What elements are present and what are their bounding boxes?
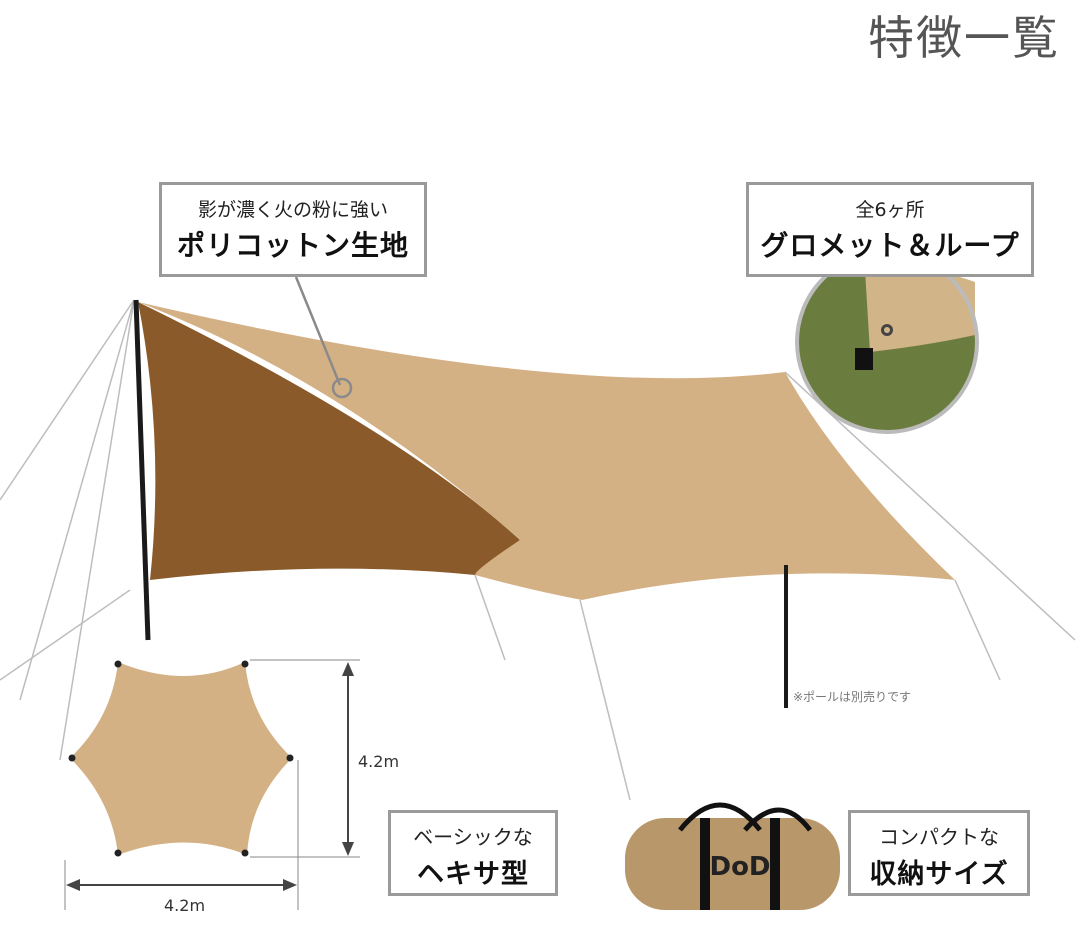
callout-pointer bbox=[294, 276, 342, 386]
grommet-photo bbox=[795, 250, 979, 434]
page-title: 特徴一覧 bbox=[868, 11, 1060, 65]
svg-text:DoD: DoD bbox=[709, 852, 770, 882]
dimension-height: 4.2m bbox=[358, 752, 400, 771]
callout-fabric-subtitle: 影が濃く火の粉に強い bbox=[197, 199, 388, 221]
callout-grommet-title: グロメット＆ループ bbox=[760, 229, 1020, 262]
tarp-top bbox=[138, 302, 955, 600]
main-pole bbox=[133, 299, 151, 641]
callout-size-title: 収納サイズ bbox=[869, 859, 1009, 890]
pole-note: ※ポールは別売りです bbox=[793, 690, 912, 704]
callout-shape-subtitle: ベーシックな bbox=[413, 825, 533, 849]
callout-size-subtitle: コンパクトな bbox=[879, 825, 999, 849]
hexagon-diagram bbox=[64, 659, 360, 910]
callout-shape-title: ヘキサ型 bbox=[417, 859, 529, 890]
callout-grommet-subtitle: 全6ヶ所 bbox=[855, 199, 925, 221]
callout-size: コンパクトな 収納サイズ bbox=[848, 810, 1030, 896]
callout-shape: ベーシックな ヘキサ型 bbox=[388, 810, 558, 896]
storage-bag: DoD bbox=[625, 802, 840, 910]
callout-grommet: 全6ヶ所 グロメット＆ループ bbox=[746, 182, 1034, 277]
callout-fabric-title: ポリコットン生地 bbox=[176, 229, 409, 262]
dimension-width: 4.2m bbox=[164, 896, 206, 915]
tarp-underside bbox=[138, 302, 520, 580]
callout-fabric: 影が濃く火の粉に強い ポリコットン生地 bbox=[159, 182, 427, 277]
callout-pointer-dot bbox=[331, 377, 353, 399]
